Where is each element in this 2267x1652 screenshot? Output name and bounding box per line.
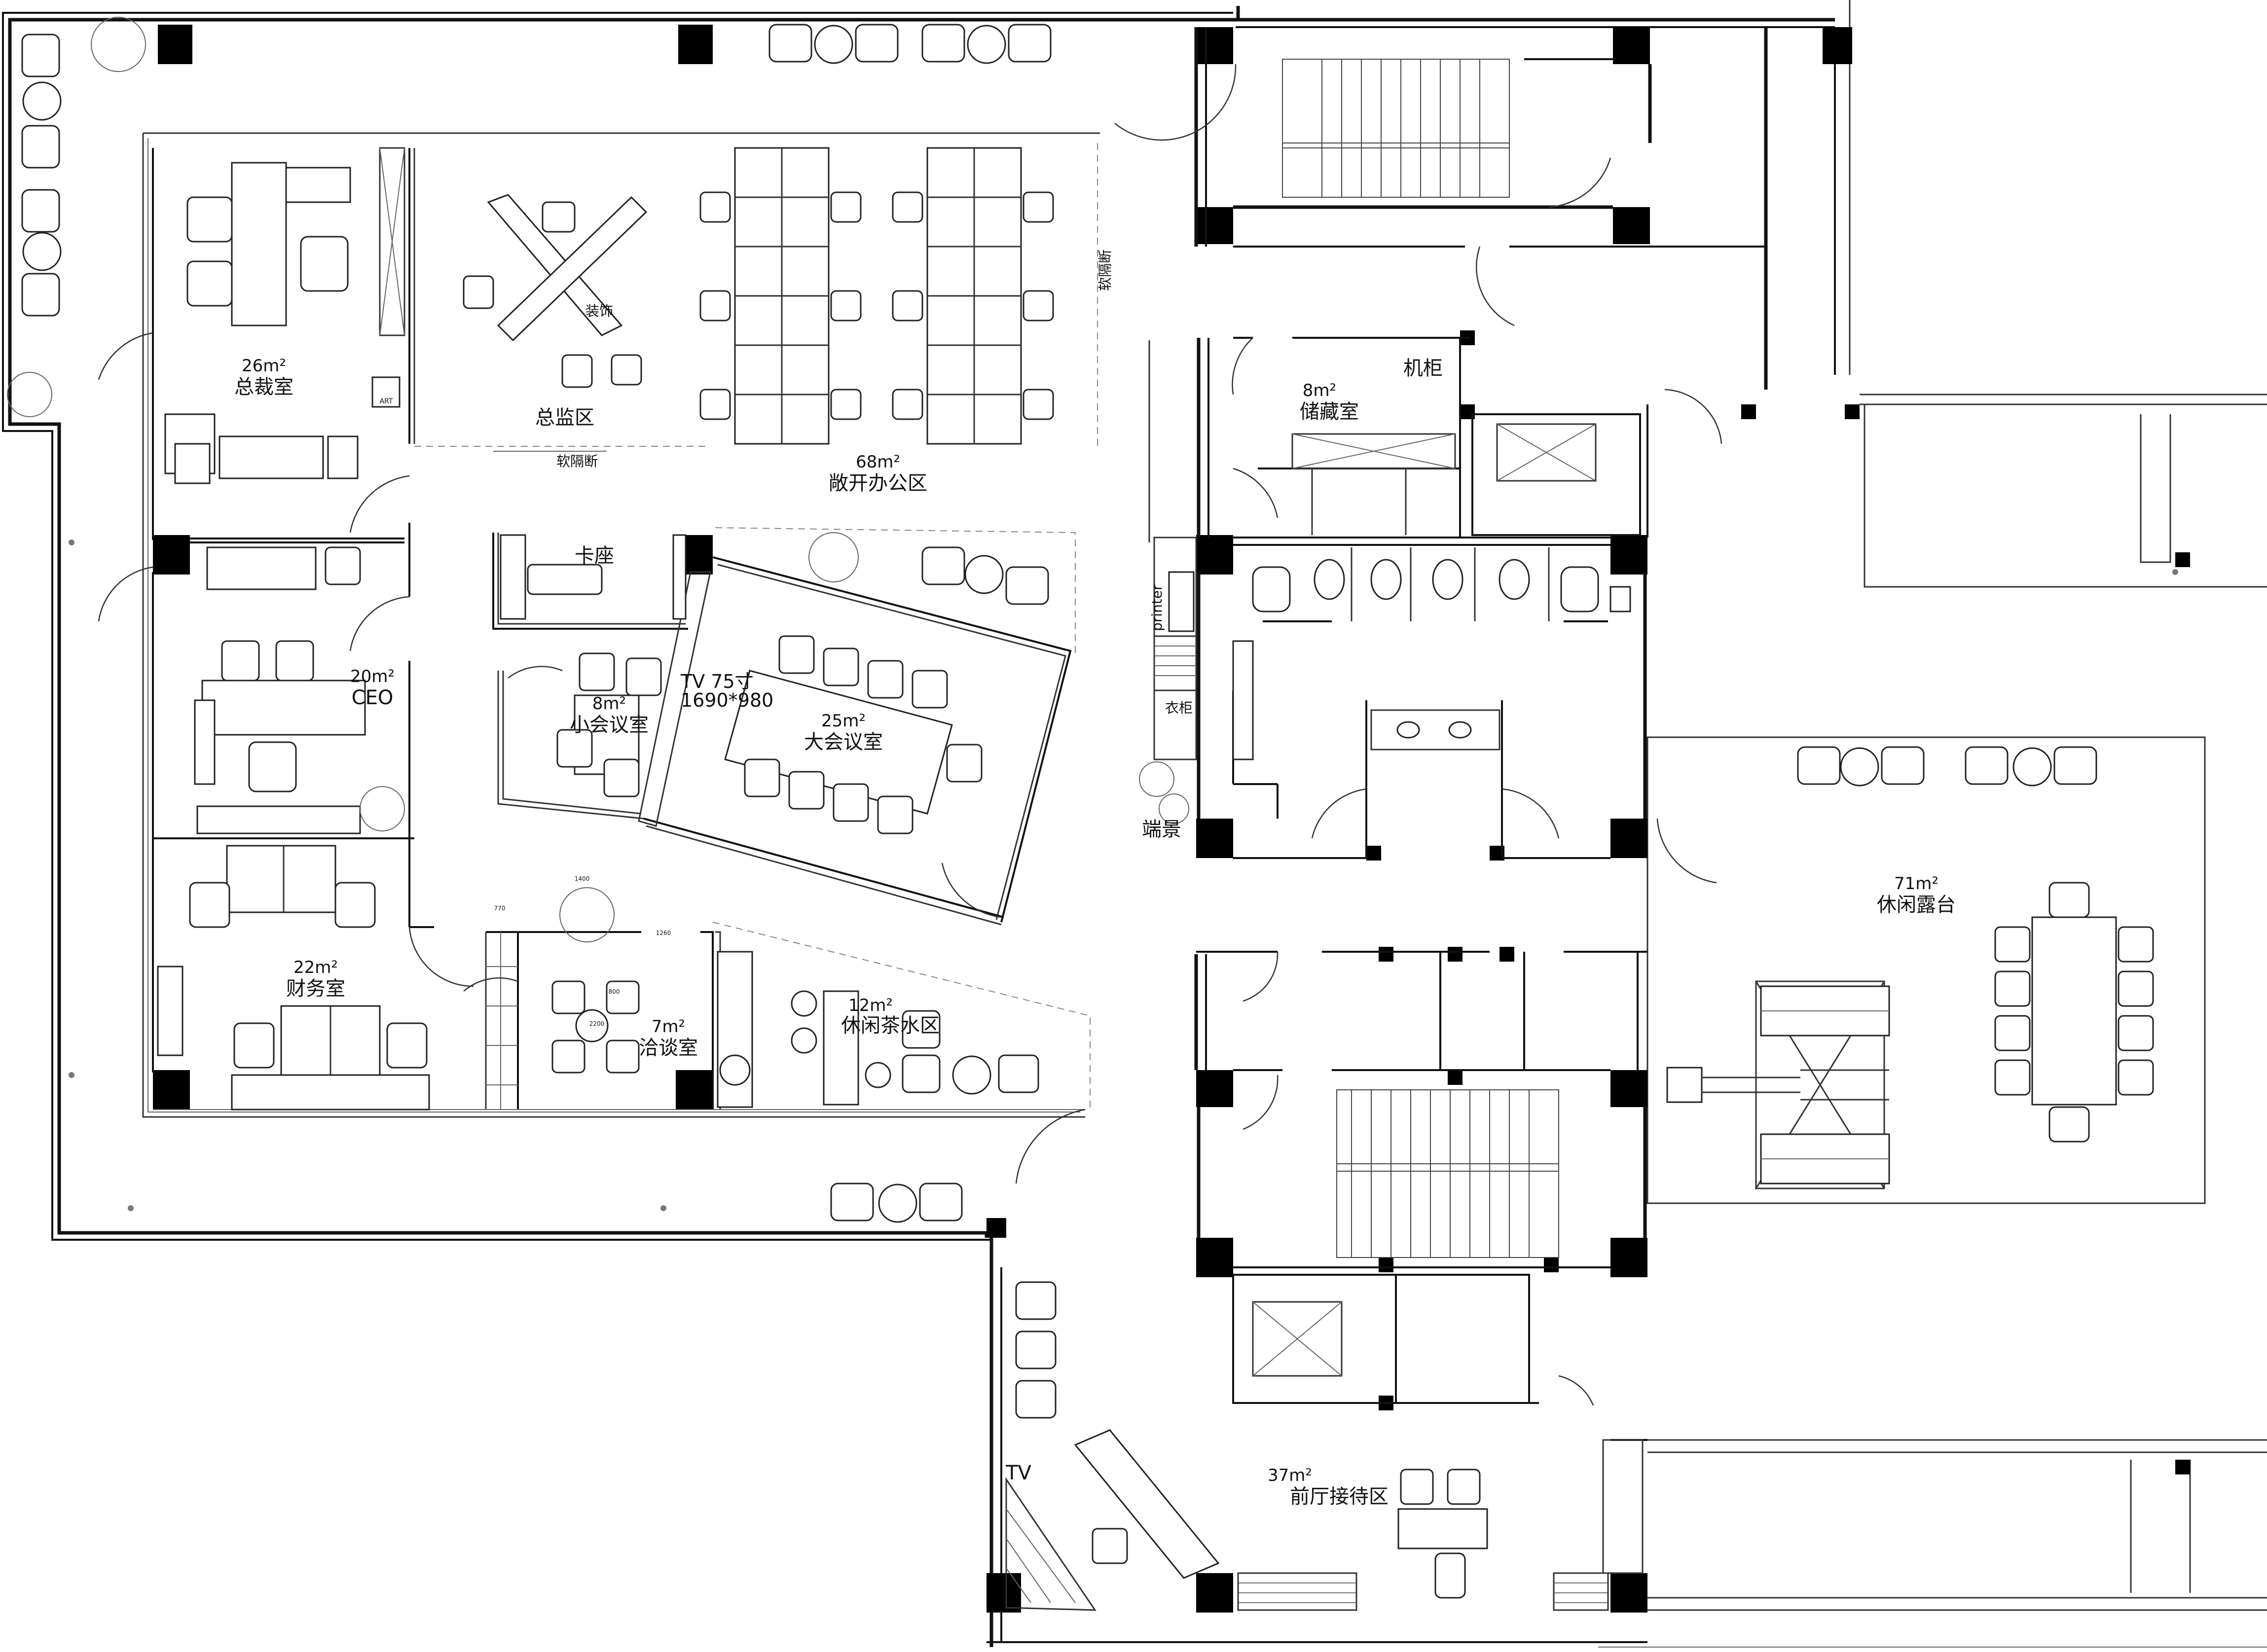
booth-furniture <box>500 534 687 620</box>
plant-icons <box>7 17 1189 942</box>
big-meeting-name: 大会议室 <box>804 731 883 754</box>
ceo-area: 20m² <box>350 667 395 686</box>
columns <box>153 25 2190 1613</box>
president-furniture <box>164 162 401 484</box>
tv-note-line1: TV 75寸 <box>680 671 754 692</box>
president-area: 26m² <box>242 356 286 376</box>
plant-icon <box>7 372 52 417</box>
right-partitions <box>1194 27 1766 1574</box>
finance-name: 财务室 <box>286 977 345 1000</box>
top-lounge-furniture <box>21 24 1052 317</box>
lobby-area: 37m² <box>1268 1466 1312 1485</box>
end-view-name: 端景 <box>1142 818 1181 841</box>
dim-1260: 1260 <box>656 930 671 936</box>
plant-icon <box>91 17 146 72</box>
art-label: ART <box>380 397 393 405</box>
restroom-fixtures <box>1252 559 1631 739</box>
open-office-desks <box>699 147 1054 445</box>
ceo-furniture <box>194 546 366 834</box>
lobby-name: 前厅接待区 <box>1290 1485 1389 1508</box>
plant-icon <box>808 532 859 582</box>
plant-icon <box>360 786 405 831</box>
dim-2200: 2200 <box>589 1020 605 1027</box>
ceiling-dots <box>69 539 2178 1211</box>
negotiation-area: 7m² <box>652 1017 685 1037</box>
director-name: 总监区 <box>535 406 594 429</box>
director-furniture <box>463 194 648 388</box>
soft-partition-label-1: 软隔断 <box>556 453 598 469</box>
storage-area: 8m² <box>1303 381 1336 400</box>
wardrobe-name: 衣柜 <box>1165 700 1193 716</box>
decoration-label: 装饰 <box>585 303 613 319</box>
tv-note-line2: 1690*980 <box>681 689 773 711</box>
server-name: 机柜 <box>1403 357 1443 380</box>
terrace-furniture <box>1666 746 2154 1189</box>
plant-icon <box>1139 761 1174 797</box>
big-meeting-area: 25m² <box>821 711 866 731</box>
stairs-upper <box>1282 58 1613 198</box>
open-office-name: 敞开办公区 <box>829 472 927 495</box>
printer-wardrobe <box>1148 340 1254 760</box>
terrace-area: 71m² <box>1894 874 1938 894</box>
finance-furniture <box>157 845 430 1111</box>
tea-area-name: 休闲茶水区 <box>841 1014 940 1037</box>
big-meeting-furniture <box>724 546 1049 834</box>
lobby-tv-name: TV <box>1005 1462 1031 1484</box>
labels: 26m² 总裁室 总监区 68m² 敞开办公区 20m² CEO 卡座 8m² … <box>234 250 1956 1508</box>
negotiation-name: 洽谈室 <box>639 1037 698 1059</box>
tea-area-area: 12m² <box>848 996 893 1015</box>
president-name: 总裁室 <box>234 376 293 398</box>
dim-800: 800 <box>609 988 620 995</box>
plant-icon <box>559 887 615 942</box>
storage-name: 储藏室 <box>1300 400 1359 423</box>
booth-name: 卡座 <box>575 544 614 567</box>
stairs-lower <box>1336 1089 1559 1258</box>
tea-furniture <box>717 951 1039 1223</box>
dim-770: 770 <box>494 905 506 912</box>
finance-area: 22m² <box>293 958 338 977</box>
ceo-name: CEO <box>352 686 394 709</box>
small-meeting-name: 小会议室 <box>570 714 649 736</box>
soft-partition-label-2: 软隔断 <box>1097 250 1113 291</box>
terrace-name: 休闲露台 <box>1877 894 1956 916</box>
dim-1400: 1400 <box>575 875 590 882</box>
small-meeting-area: 8m² <box>592 694 626 714</box>
doors <box>98 64 1722 1406</box>
open-office-area: 68m² <box>856 452 900 472</box>
plant-icon <box>1159 793 1189 824</box>
negotiation-furniture <box>551 980 640 1074</box>
small-meeting-furniture <box>556 652 662 797</box>
lobby-furniture <box>1005 1281 1609 1611</box>
printer-name: printer <box>1149 584 1165 631</box>
